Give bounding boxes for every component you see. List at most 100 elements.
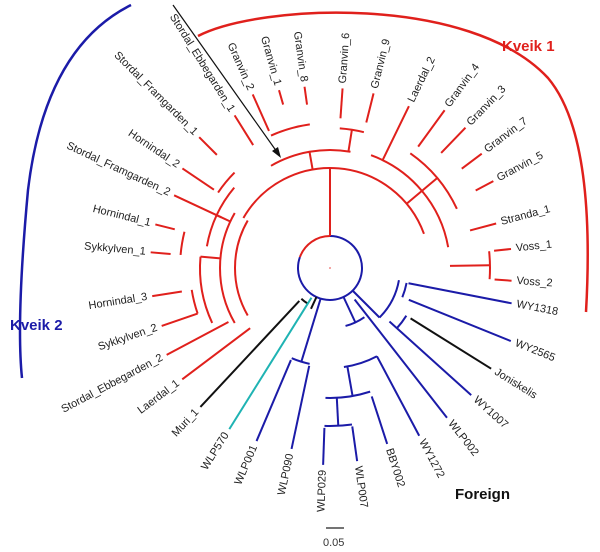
root-arc (297, 235, 363, 301)
leaf-branch (161, 312, 198, 327)
leaf-label: Hornindal_1 (92, 203, 152, 229)
wlp-arc (345, 316, 365, 327)
leaf-label: Voss_1 (515, 239, 552, 255)
leaf-branch (376, 355, 421, 437)
branch (351, 289, 381, 319)
leaf-label: Stordal_Framgarden_1 (111, 49, 199, 137)
branch-arc (270, 123, 310, 137)
branch (421, 177, 438, 192)
leaf-branch (322, 427, 326, 465)
branch (335, 397, 340, 426)
leaf-branch (365, 93, 375, 123)
leaf-label: WLP002 (445, 418, 480, 459)
leaf-label: Granvin_8 (291, 31, 310, 83)
arrow-head-icon (272, 147, 281, 158)
leaf-branch (303, 86, 309, 105)
leaf-branch (408, 282, 512, 305)
leaf-label: Granvin_4 (443, 62, 483, 110)
leaf-label: Stordal_Ebbegarden_1 (167, 12, 237, 114)
kveik-arc-inner (234, 220, 249, 316)
leaf-label: WLP007 (352, 465, 370, 508)
leaf-label: WY1272 (416, 437, 446, 480)
leaf-branch (199, 300, 301, 408)
leaf-branch (370, 396, 389, 445)
leaf-branch (417, 109, 446, 148)
branch (347, 129, 353, 152)
kveik-root-arc (298, 235, 331, 258)
branch (310, 296, 318, 310)
leaf-label: BBY002 (383, 447, 407, 489)
branch (449, 264, 490, 267)
leaf-label: Granvin_5 (495, 150, 545, 184)
branch-arc (300, 297, 309, 305)
leaf-branch (173, 194, 222, 219)
branch (405, 190, 423, 205)
leaf-branch (152, 290, 183, 298)
branch (308, 151, 314, 170)
leaf-label: Voss_2 (516, 275, 553, 289)
leaf-branch (493, 247, 512, 252)
leaf-branch (150, 251, 171, 256)
leaf-label: WY1007 (471, 394, 510, 431)
leaf-label: Laerdal_2 (406, 55, 438, 104)
branch (200, 255, 221, 260)
leaf-label: WLP090 (276, 453, 297, 497)
leaf-branch (410, 317, 492, 370)
leaf-branch (469, 222, 497, 232)
leaf-branch (233, 114, 255, 146)
leaf-branch (440, 127, 467, 154)
leaf-branch (353, 298, 448, 419)
leaf-label: Stranda_1 (499, 203, 551, 228)
leaf-branch (381, 105, 410, 161)
branch-arc (488, 251, 491, 280)
scale-bar-label: 0.05 (323, 537, 344, 549)
branch-arc (325, 390, 371, 399)
leaf-branch (388, 320, 472, 396)
tree-branches (150, 86, 512, 465)
kveik2-arc (219, 212, 236, 324)
leaf-branch (166, 321, 229, 356)
leaf-branch (181, 167, 215, 191)
leaf-label: WY2565 (513, 337, 557, 364)
leaf-branch (228, 297, 313, 430)
leaf-branch (475, 180, 494, 192)
leaf-branch (251, 94, 270, 132)
leaf-label: Sykkylven_2 (97, 322, 159, 353)
leaf-branch (339, 88, 344, 119)
leaf-branch (351, 426, 359, 462)
leaf-branch (278, 89, 285, 105)
leaf-label: WY1318 (515, 298, 559, 318)
branch (346, 366, 354, 397)
branch-arc (190, 289, 199, 314)
kveik2-label: Kveik 2 (10, 317, 63, 334)
leaf-label: WLP001 (232, 443, 260, 487)
leaf-label: Granvin_9 (369, 38, 393, 90)
leaf-label: Granvin_1 (258, 35, 284, 87)
kveik1-label: Kveik 1 (502, 38, 555, 55)
leaf-branch (461, 152, 483, 170)
branch-arc (217, 171, 236, 194)
leaf-label: WLP570 (199, 430, 232, 472)
leaf-label: Granvin_7 (482, 115, 530, 155)
branch-arc (343, 355, 378, 369)
leaf-branch (408, 298, 512, 342)
leaf-branch (181, 327, 251, 381)
leaf-label: Laerdal_1 (136, 377, 182, 416)
leaf-branch (255, 359, 292, 442)
leaf-label: Sykkylven_1 (84, 240, 147, 257)
leaf-label: Hornindal_3 (88, 291, 148, 312)
leaf-branch (290, 365, 311, 450)
leaf-label: Granvin_6 (337, 32, 353, 83)
leaf-label: Hornindal_2 (126, 127, 182, 170)
branch (342, 296, 357, 323)
kveik1-arc-outer (242, 167, 425, 235)
leaf-label: Muri_1 (170, 406, 202, 439)
annotation-arrow (172, 4, 278, 153)
kveik1-bracket (197, 11, 589, 313)
leaf-branch (198, 136, 218, 156)
leaf-branch (494, 278, 512, 282)
branch-arc (401, 282, 408, 298)
leaf-label: Joniskelis (492, 366, 539, 402)
leaf-branch (155, 223, 175, 231)
